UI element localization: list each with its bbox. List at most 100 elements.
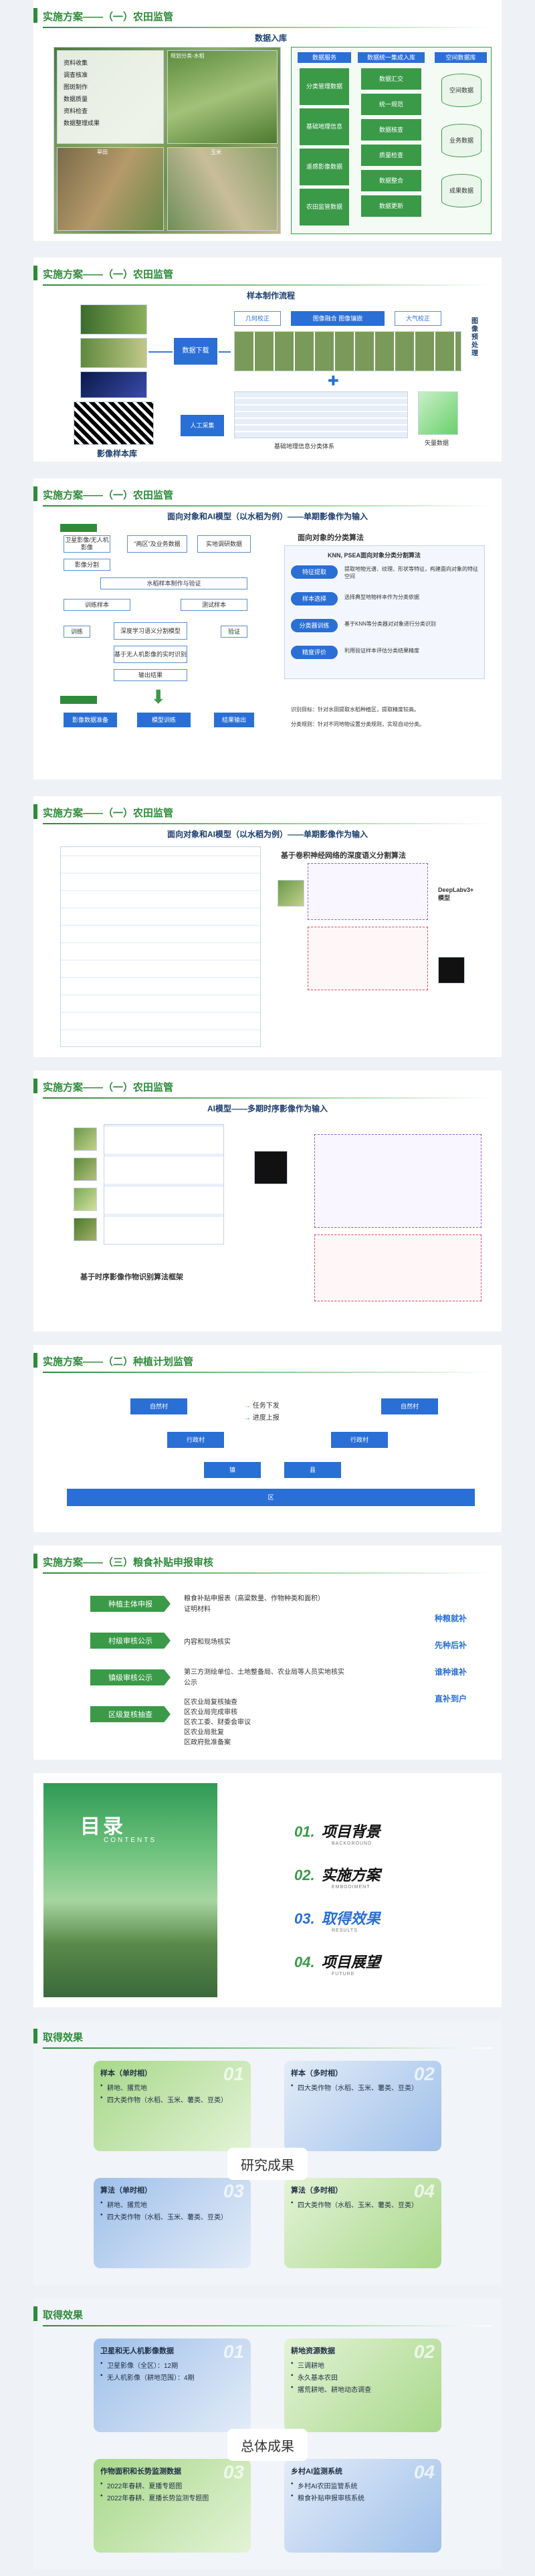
result-card: 02 耕地资源数据 三调耕地永久基本农田撂荒耕地、耕地动态调查 xyxy=(284,2338,441,2432)
title-bar xyxy=(33,266,37,280)
method-step: 样本选择 xyxy=(291,592,338,606)
menu-item[interactable]: 02.实施方案 EMBODIMENT xyxy=(294,1863,381,1890)
card-item: 耕地、撂荒地 xyxy=(100,2199,244,2209)
sat-image-1 xyxy=(80,304,147,335)
list-item: 图斑制作 xyxy=(64,84,88,90)
method-title: 面向对象的分类算法 xyxy=(298,534,364,542)
timeseries-input-3 xyxy=(74,1188,97,1211)
result-card: 04 乡村AI监测系统 乡村AI农田监管系统粮食补贴申报审核系统 xyxy=(284,2459,441,2553)
card-title: 乡村AI监测系统 xyxy=(291,2468,342,2476)
node-county: 县 xyxy=(284,1462,341,1478)
method-desc: 提取地物光谱、纹理、形状等特征，构建面向对象的特征空间 xyxy=(344,566,478,579)
list-panel xyxy=(57,50,164,144)
result-card: 03 算法（单时相） 耕地、撂荒地四大类作物（水稻、玉米、薯类、豆类） xyxy=(94,2178,251,2268)
timeseries-input-2 xyxy=(74,1158,97,1181)
db-step: 数据核查 xyxy=(361,119,421,141)
card-title: 耕地资源数据 xyxy=(291,2347,335,2355)
title-bar xyxy=(33,8,37,23)
card-item: 2022年春耕、夏播专题图 xyxy=(100,2480,244,2490)
db-store: 业务数据 xyxy=(441,124,481,157)
title-bar xyxy=(33,486,37,501)
db-col-header: 数据统一集成入库 xyxy=(358,52,425,63)
menu-text: 项目展望 xyxy=(321,1954,381,1970)
timeseries-input-1 xyxy=(74,1127,97,1151)
title-bar xyxy=(33,1353,37,1368)
card-item: 四大类作物（水稻、玉米、薯类、豆类） xyxy=(100,2211,244,2221)
slide-1-data-storage: 实施方案——（一）农田监管 数据入库 资料收集 调查核准 图斑制作 数据质量 资… xyxy=(33,0,502,241)
slide-subtitle: 数据入库 xyxy=(254,33,287,43)
flow-box: 输出结果 xyxy=(114,669,187,681)
card-item: 粮食补贴申报审核系统 xyxy=(291,2492,435,2502)
title-underline xyxy=(43,1572,492,1574)
node-village: 自然村 xyxy=(381,1398,438,1414)
method-desc: 利用验证样本评估分类结果精度 xyxy=(344,648,419,654)
slide-subtitle: 样本制作流程 xyxy=(246,291,295,300)
algo-caption: 基于时序影像作物识别算法框架 xyxy=(80,1273,183,1281)
title-underline xyxy=(43,2325,492,2326)
section-bar xyxy=(60,524,97,532)
flow-box: 卫星影像/无人机影像 xyxy=(64,535,110,553)
menu-en: BACKGROUND xyxy=(332,1841,372,1846)
step-item: 公示 xyxy=(184,1679,197,1687)
db-item: 遥感影像数据 xyxy=(300,149,349,185)
db-step: 质量检查 xyxy=(361,145,421,166)
flow-box: 训练样本 xyxy=(64,599,130,611)
slide-title: 实施方案——（一）农田监管 xyxy=(43,269,174,280)
step-chevron: 村级审核公示 xyxy=(90,1633,171,1649)
list-item: 数据质量 xyxy=(64,96,88,102)
step-item: 区农业局完成审核 xyxy=(184,1709,237,1716)
decoder-panel xyxy=(308,927,428,990)
flow-box: 训练 xyxy=(64,626,90,638)
list-item: 资料检查 xyxy=(64,108,88,114)
card-number: 03 xyxy=(223,2462,244,2482)
aerial-photo-3 xyxy=(167,147,278,231)
preprocess-label: 图像预处理 xyxy=(471,318,478,357)
card-number: 04 xyxy=(413,2181,435,2201)
menu-item[interactable]: 04.项目展望 FUTURE xyxy=(294,1950,381,1976)
arrow xyxy=(148,351,173,353)
slide-6-planting-plan: 实施方案——（二）种植计划监管 自然村 自然村 行政村 行政村 镇 县 区 → … xyxy=(33,1345,502,1532)
step-item: 区农业局复核抽查 xyxy=(184,1699,237,1706)
db-item: 基础地理信息 xyxy=(300,108,349,145)
result-card: 03 作物面积和长势监测数据 2022年春耕、夏播专题图2022年春耕、夏播长势… xyxy=(94,2459,251,2553)
step-chevron: 种植主体申报 xyxy=(90,1596,171,1612)
node-district: 区 xyxy=(67,1489,475,1506)
manual-collect-box: 人工采集 xyxy=(181,415,224,436)
step-item: 内容和现场核实 xyxy=(184,1639,231,1646)
menu-item[interactable]: 01.项目背景 BACKGROUND xyxy=(294,1820,381,1846)
step-atmospheric: 大气校正 xyxy=(395,311,441,326)
down-arrow-icon: ⬇ xyxy=(150,686,167,707)
step-item: 粮食补贴申报表（高粱数量、作物种类和面积） xyxy=(184,1595,324,1602)
vector-layers xyxy=(418,391,458,435)
card-item: 四大类作物（水稻、玉米、薯类、豆类） xyxy=(291,2199,435,2209)
slide-title: 取得效果 xyxy=(43,2310,84,2321)
aerial-photo-2 xyxy=(57,147,164,231)
slide-3-object-ai: 实施方案——（一）农田监管 面向对象和AI模型（以水稻为例）——单期影像作为输入… xyxy=(33,478,502,779)
model-label: DeepLabv3+ 模型 xyxy=(438,887,474,901)
title-bar xyxy=(33,1079,37,1093)
flow-box: 测试样本 xyxy=(181,599,247,611)
slide-5-timeseries: 实施方案——（一）农田监管 AI模型——多期时序影像作为输入 基于时序影像作物识… xyxy=(33,1071,502,1331)
note: 分类规则：针对不同地物设置分类规则，实现自动分类。 xyxy=(291,721,425,727)
node-admin-village: 行政村 xyxy=(167,1432,224,1448)
step-fusion: 图像融合 图像镶嵌 xyxy=(291,311,385,326)
list-item: 调查核准 xyxy=(64,72,88,78)
method-desc: 基于KNN等分类器对对象进行分类识别 xyxy=(344,621,436,627)
card-item: 乡村AI农田监管系统 xyxy=(291,2480,435,2490)
menu-en: FUTURE xyxy=(332,1972,355,1976)
db-item: 分类管理数据 xyxy=(300,68,349,105)
menu-text: 实施方案 xyxy=(321,1867,381,1883)
card-item: 卫星影像（全区）：12期 xyxy=(100,2360,244,2370)
menu-text: 项目背景 xyxy=(321,1823,381,1840)
slide-10-overall-results: 取得效果 01 卫星和无人机影像数据 卫星影像（全区）：12期无人机影像（耕地范… xyxy=(33,2298,502,2569)
method-subtitle: KNN, PSEA面向对象分类分割算法 xyxy=(328,552,421,559)
flow-box: 影像分割 xyxy=(64,559,110,571)
photo-label: 规划分类-水稻 xyxy=(171,53,205,59)
card-item: 四大类作物（水稻、玉米、薯类、豆类） xyxy=(291,2082,435,2092)
card-title: 样本（多时相） xyxy=(291,2069,342,2078)
menu-item[interactable]: 03.取得效果 RESULTS xyxy=(294,1907,381,1933)
card-number: 01 xyxy=(223,2063,244,2084)
step-item: 证明材料 xyxy=(184,1606,211,1613)
db-store: 空间数据 xyxy=(441,74,481,107)
method-step: 分类器训练 xyxy=(291,619,338,632)
